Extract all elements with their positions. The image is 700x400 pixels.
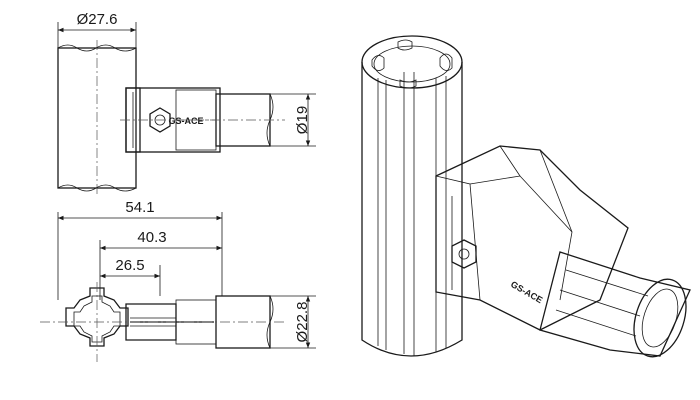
brand-mark-iso: GS-ACE xyxy=(509,279,544,305)
iso-hex-bolt-icon xyxy=(451,239,477,269)
tube-profile-section xyxy=(65,287,129,347)
iso-fitting-body xyxy=(435,145,629,331)
section-view: 54.1 40.3 26.5 Ø22.8 xyxy=(40,199,316,362)
branch-diameter-label: Ø19 xyxy=(294,106,311,134)
short-length-label: 26.5 xyxy=(115,257,144,274)
side-view: Ø27.6 GS-ACE Ø19 xyxy=(57,11,316,196)
iso-vertical-tube xyxy=(361,62,463,357)
tube-diameter-label: Ø27.6 xyxy=(77,11,118,28)
isometric-view: GS-ACE xyxy=(361,35,691,358)
brand-mark-side: GS-ACE xyxy=(168,116,203,126)
hex-bolt-icon xyxy=(149,107,171,133)
overall-length-label: 54.1 xyxy=(125,199,154,216)
section-diameter-label: Ø22.8 xyxy=(294,302,311,343)
mid-length-label: 40.3 xyxy=(137,229,166,246)
iso-branch-tube xyxy=(539,251,691,357)
